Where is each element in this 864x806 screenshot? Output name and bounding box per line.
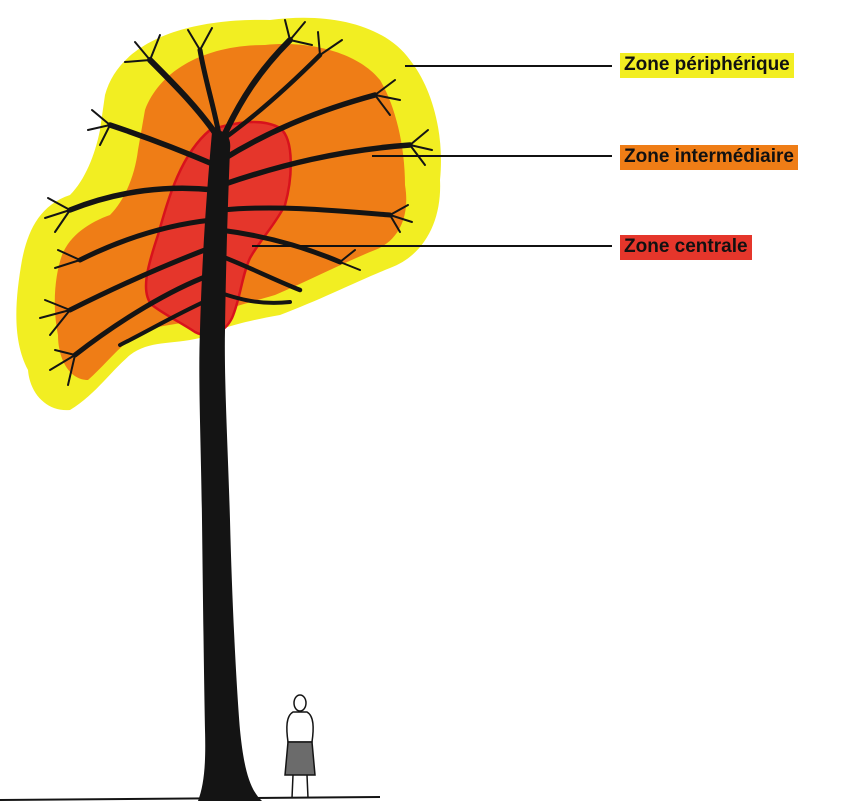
peripheral-zone-label: Zone périphérique [620,53,794,78]
ground-line [0,797,380,800]
intermediate-zone-label: Zone intermédiaire [620,145,798,170]
central-zone-label: Zone centrale [620,235,752,260]
person-icon [285,695,315,798]
